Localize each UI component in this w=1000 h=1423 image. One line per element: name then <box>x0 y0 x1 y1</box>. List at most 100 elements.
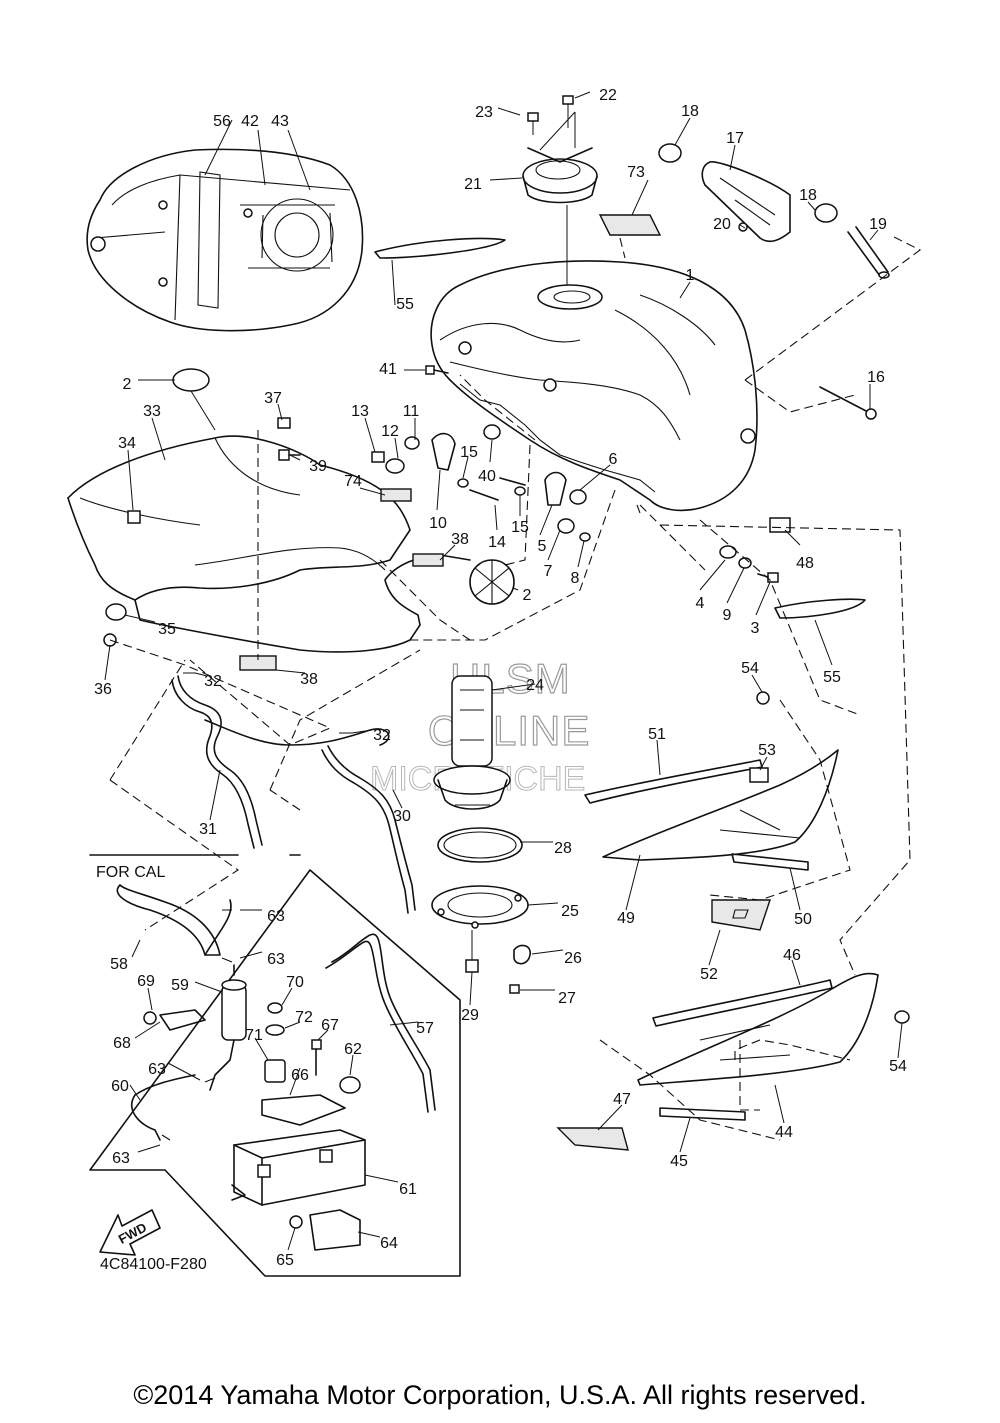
callout-41: 41 <box>379 361 397 378</box>
clips-32 <box>183 672 352 734</box>
pad-73 <box>598 214 662 236</box>
callout-29: 29 <box>461 1007 479 1024</box>
dashed-lines <box>109 234 922 1141</box>
callout-39: 39 <box>309 458 327 475</box>
strip-55-top <box>374 237 506 259</box>
callout-67: 67 <box>321 1017 339 1034</box>
callout-49: 49 <box>617 910 635 927</box>
callout-3: 3 <box>751 620 760 637</box>
callout-16: 16 <box>867 369 885 386</box>
callout-2: 2 <box>123 376 132 393</box>
callout-48: 48 <box>796 555 814 572</box>
callout-59: 59 <box>171 977 189 994</box>
callout-36: 36 <box>94 681 112 698</box>
callout-66: 66 <box>291 1067 309 1084</box>
clamp-26 <box>509 944 531 994</box>
fwd-arrow-icon: FWD <box>99 1209 161 1256</box>
callout-60: 60 <box>111 1078 129 1095</box>
callout-6: 6 <box>609 451 618 468</box>
tank-mount-parts <box>103 417 910 1024</box>
callout-34: 34 <box>118 435 136 452</box>
callout-69: 69 <box>137 973 155 990</box>
cal-box-title: FOR CAL <box>96 864 165 881</box>
callout-1: 1 <box>686 267 695 284</box>
callout-58: 58 <box>110 956 128 973</box>
callout-31: 31 <box>199 821 217 838</box>
callout-43: 43 <box>271 113 289 130</box>
callout-2: 2 <box>523 587 532 604</box>
bolt-41 <box>425 365 449 375</box>
callout-55: 55 <box>396 296 414 313</box>
callout-5: 5 <box>538 538 547 555</box>
callout-50: 50 <box>794 911 812 928</box>
callout-33: 33 <box>143 403 161 420</box>
callout-14: 14 <box>488 534 506 551</box>
callout-63: 63 <box>148 1061 166 1078</box>
callout-51: 51 <box>648 726 666 743</box>
callout-40: 40 <box>478 468 496 485</box>
side-panel-lower <box>556 972 879 1151</box>
callout-15: 15 <box>511 519 529 536</box>
hoses <box>171 675 436 1113</box>
callout-35: 35 <box>158 621 176 638</box>
callout-47: 47 <box>613 1091 631 1108</box>
leader-lines <box>104 91 903 1153</box>
strip-55-lower <box>774 598 866 619</box>
callout-37: 37 <box>264 390 282 407</box>
callout-72: 72 <box>295 1009 313 1026</box>
callout-57: 57 <box>416 1020 434 1037</box>
callout-56: 56 <box>213 113 231 130</box>
callout-22: 22 <box>599 87 617 104</box>
callout-54: 54 <box>889 1058 907 1075</box>
callout-21: 21 <box>464 176 482 193</box>
callout-73: 73 <box>627 164 645 181</box>
callout-63: 63 <box>267 951 285 968</box>
callout-12: 12 <box>381 423 399 440</box>
callout-20: 20 <box>713 216 731 233</box>
cal-box: FOR CAL <box>89 854 461 1277</box>
callout-32: 32 <box>373 727 391 744</box>
cal-box-leaders <box>129 909 419 1251</box>
side-panel-upper <box>584 517 839 931</box>
callout-64: 64 <box>380 1235 398 1252</box>
fuel-pump <box>433 675 511 810</box>
callout-52: 52 <box>700 966 718 983</box>
bolt-16 <box>819 386 877 420</box>
callout-38: 38 <box>451 531 469 548</box>
callout-18: 18 <box>681 103 699 120</box>
callout-65: 65 <box>276 1252 294 1269</box>
tank-underside-view <box>86 148 364 332</box>
callout-32: 32 <box>204 673 222 690</box>
callout-10: 10 <box>429 515 447 532</box>
callout-4: 4 <box>696 595 705 612</box>
copyright-notice: ©2014 Yamaha Motor Corporation, U.S.A. A… <box>133 1380 867 1410</box>
callout-23: 23 <box>475 104 493 121</box>
callout-28: 28 <box>554 840 572 857</box>
callout-54: 54 <box>741 660 759 677</box>
callout-46: 46 <box>783 947 801 964</box>
callout-25: 25 <box>561 903 579 920</box>
callout-74: 74 <box>344 473 362 490</box>
callout-53: 53 <box>758 742 776 759</box>
callout-68: 68 <box>113 1035 131 1052</box>
callout-30: 30 <box>393 808 411 825</box>
callout-11: 11 <box>403 403 420 420</box>
callout-17: 17 <box>726 130 744 147</box>
callout-8: 8 <box>571 570 580 587</box>
callout-38: 38 <box>300 671 318 688</box>
callout-13: 13 <box>351 403 369 420</box>
callout-24: 24 <box>526 677 544 694</box>
part-code: 4C84100-F280 <box>100 1256 207 1273</box>
fuel-tank <box>430 260 758 512</box>
callout-63: 63 <box>267 908 285 925</box>
callout-27: 27 <box>558 990 576 1007</box>
callout-55: 55 <box>823 669 841 686</box>
callout-71: 71 <box>245 1027 263 1044</box>
callout-15: 15 <box>460 444 478 461</box>
callout-18: 18 <box>799 187 817 204</box>
callout-26: 26 <box>564 950 582 967</box>
callout-42: 42 <box>241 113 259 130</box>
callout-44: 44 <box>775 1124 793 1141</box>
callout-9: 9 <box>723 607 732 624</box>
